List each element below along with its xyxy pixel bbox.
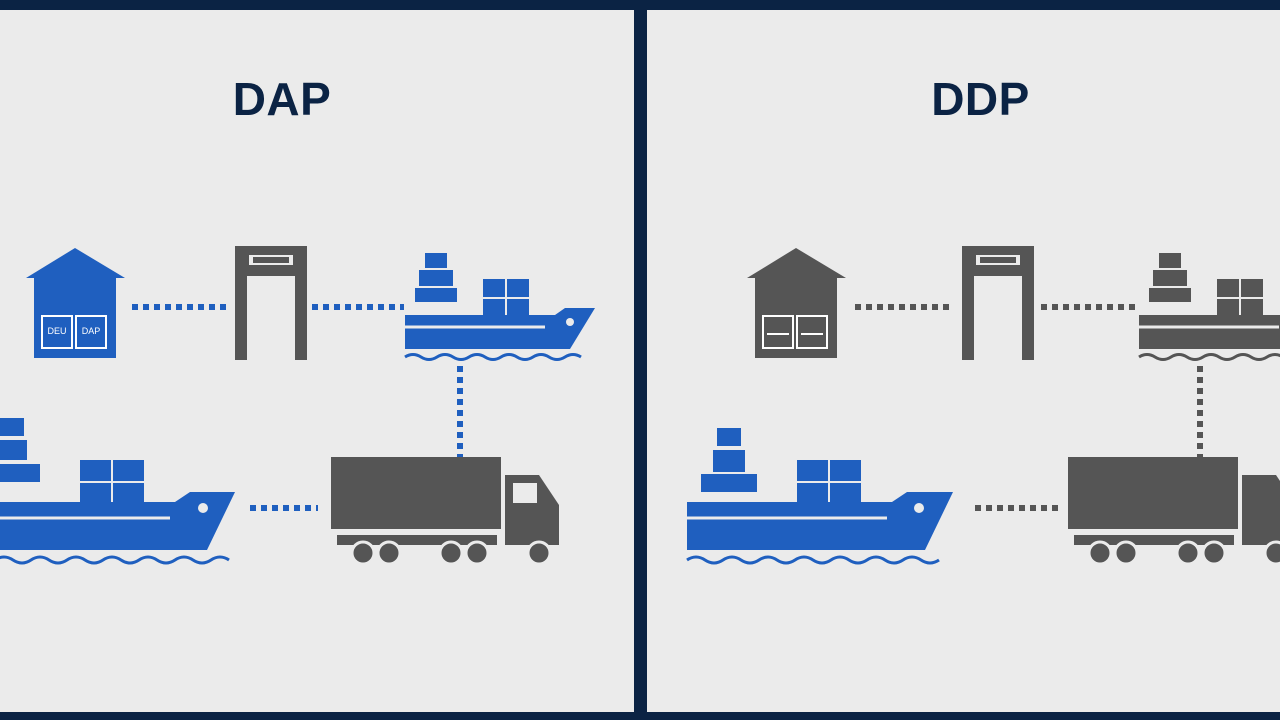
warehouse-icon xyxy=(747,248,846,358)
truck-icon xyxy=(331,457,559,566)
cargo-ship-icon xyxy=(404,253,595,361)
dap-panel: DAP DEU DAP xyxy=(0,10,634,712)
ddp-flow-diagram xyxy=(686,246,1280,566)
dap-title: DAP xyxy=(232,73,332,125)
warehouse-label-1: DEU xyxy=(47,326,66,336)
cargo-ship-icon xyxy=(686,428,953,565)
warehouse-icon: DEU DAP xyxy=(26,248,125,358)
customs-gate-icon xyxy=(235,246,307,360)
cargo-ship-icon xyxy=(1138,253,1280,361)
warehouse-label-2: DAP xyxy=(82,326,101,336)
ddp-title: DDP xyxy=(931,73,1030,125)
ddp-panel: DDP xyxy=(647,10,1280,712)
cargo-ship-icon xyxy=(0,418,235,565)
customs-gate-icon xyxy=(962,246,1034,360)
truck-icon xyxy=(1068,457,1280,566)
dap-flow-diagram: DEU DAP xyxy=(0,246,595,566)
